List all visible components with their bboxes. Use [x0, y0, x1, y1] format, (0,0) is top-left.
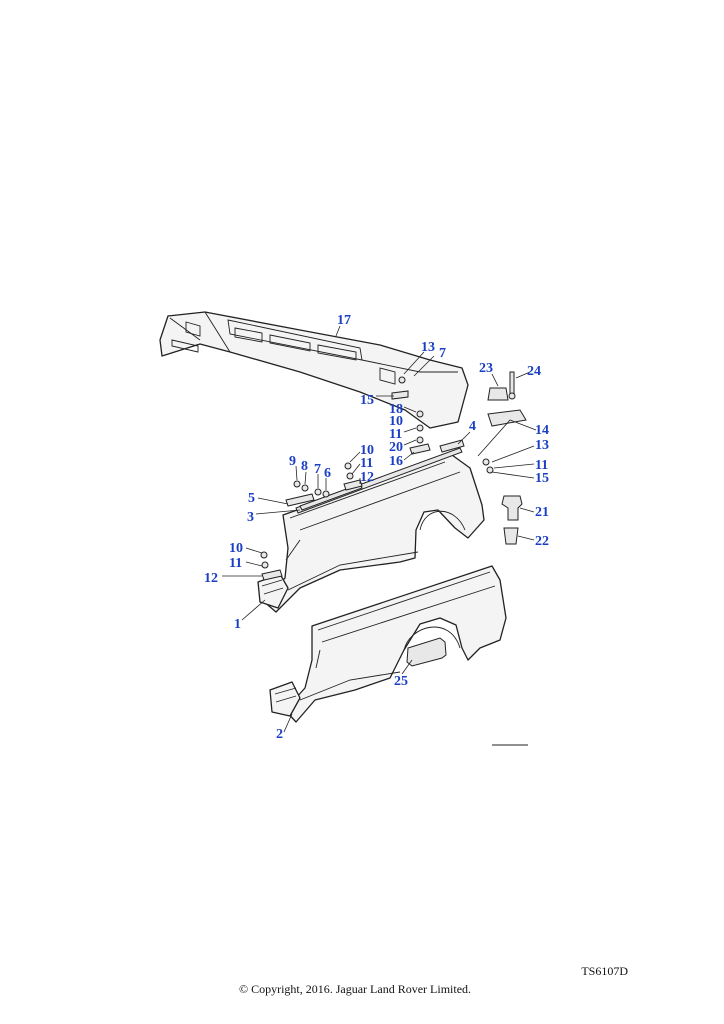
part-23-grommet [487, 387, 509, 401]
callout-5: 5 [248, 491, 255, 506]
parts-3-5-trim-strips [285, 447, 463, 514]
callout-24: 24 [527, 364, 541, 379]
callout-11: 11 [229, 556, 242, 571]
part-24-clip [508, 371, 516, 400]
callout-4: 4 [469, 419, 476, 434]
callout-8: 8 [301, 459, 308, 474]
callout-16: 16 [389, 454, 403, 469]
callout-7: 7 [439, 346, 446, 361]
part-17-upper-panel [159, 311, 469, 429]
callout-10: 10 [229, 541, 243, 556]
callout-18: 18 [389, 402, 403, 417]
callout-12: 12 [204, 571, 218, 586]
callout-13: 13 [421, 340, 435, 355]
part-14-plate [487, 409, 527, 427]
callout-20: 20 [389, 440, 403, 455]
callout-13: 13 [535, 438, 549, 453]
fasteners [260, 376, 494, 581]
callout-11: 11 [389, 427, 402, 442]
callout-15: 15 [360, 393, 374, 408]
part-21-buffer [501, 495, 523, 521]
callout-15: 15 [535, 471, 549, 486]
callout-9: 9 [289, 454, 296, 469]
callout-25: 25 [394, 674, 408, 689]
callout-10: 10 [389, 414, 403, 429]
callout-10: 10 [360, 443, 374, 458]
drawing-reference-code: TS6107D [581, 964, 628, 978]
callout-23: 23 [479, 361, 493, 376]
callout-12: 12 [360, 470, 374, 485]
leader-lines [222, 325, 537, 733]
part-25-bracket [406, 637, 447, 667]
copyright-notice: © Copyright, 2016. Jaguar Land Rover Lim… [238, 982, 472, 996]
callout-11: 11 [360, 456, 373, 471]
part-2-lower-wing [269, 565, 507, 723]
callout-1: 1 [234, 617, 241, 632]
part-22-sleeve [503, 527, 519, 545]
callout-21: 21 [535, 505, 549, 520]
callout-7: 7 [314, 462, 321, 477]
callout-labels: 17 13 7 23 24 15 18 10 11 20 16 4 14 13 … [204, 313, 549, 742]
part-1-wing [257, 454, 485, 613]
callout-14: 14 [535, 423, 549, 438]
callout-6: 6 [324, 466, 331, 481]
callout-22: 22 [535, 534, 549, 549]
callout-3: 3 [247, 510, 254, 525]
callout-2: 2 [276, 727, 283, 742]
callout-17: 17 [337, 313, 351, 328]
callout-11: 11 [535, 458, 548, 473]
